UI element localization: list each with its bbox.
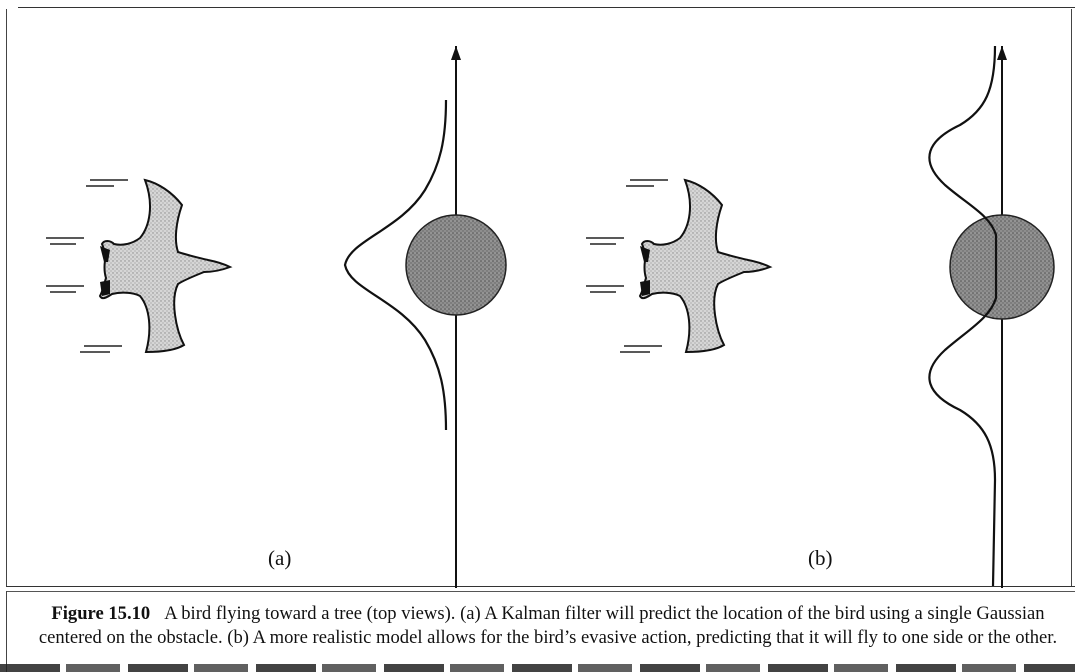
axis-b-arrow (997, 46, 1007, 60)
panel-a-label: (a) (268, 546, 291, 571)
tree-b (950, 215, 1054, 319)
panel-b (586, 46, 1054, 588)
page-edge-strip (0, 664, 1075, 672)
caption-label: Figure 15.10 (51, 603, 150, 624)
bird-b (640, 180, 770, 352)
axis-a-arrow (451, 46, 461, 60)
figure-illustration (0, 0, 1075, 590)
caption-top-rule (6, 591, 1075, 592)
panel-b-label: (b) (808, 546, 833, 571)
panel-a (46, 46, 506, 588)
caption-text: A bird flying toward a tree (top views).… (39, 603, 1057, 648)
tree-a (406, 215, 506, 315)
bird-a (100, 180, 230, 352)
caption-left-rule (6, 591, 7, 672)
bimodal-curve-b (929, 46, 996, 586)
